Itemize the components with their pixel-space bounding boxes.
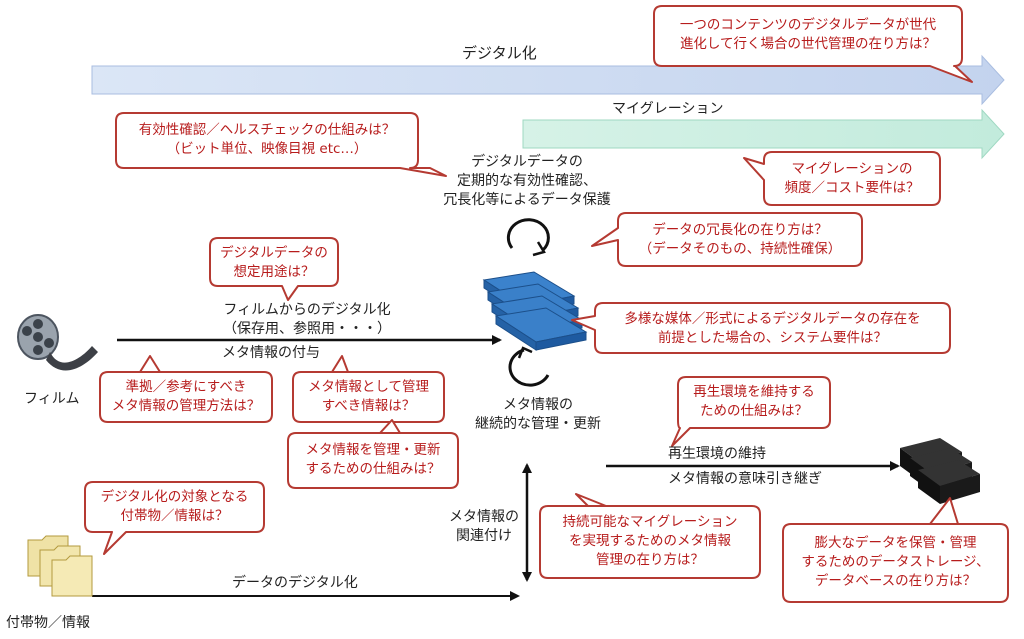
folders-icon xyxy=(27,535,93,597)
film-arrow-label: フィルムからのデジタル化 （保存用、参照用・・・） xyxy=(223,302,391,337)
callout-meta-update-shape xyxy=(287,419,459,489)
playback-above-label: 再生環境の維持 xyxy=(668,446,766,462)
attachments-arrow-label: データのデジタル化 xyxy=(232,575,358,591)
callout-migration-freq-shape xyxy=(743,151,941,206)
migration-band-label: マイグレーション xyxy=(612,101,724,117)
callout-multi-media-shape xyxy=(571,302,951,354)
callout-attach-target-shape xyxy=(84,481,265,555)
digitization-band-label: デジタル化 xyxy=(462,44,537,62)
callout-redundancy-shape xyxy=(591,212,863,267)
digitization-band-arrow xyxy=(91,54,1005,106)
blue-media-stack-icon xyxy=(482,271,588,351)
callout-storage: 膨大なデータを保管・管理 するためのデータストレージ、 データベースの在り方は？ xyxy=(801,535,990,589)
callout-playback-env: 再生環境を維持する ための仕組みは？ xyxy=(693,384,815,419)
callout-storage-shape xyxy=(782,497,1009,603)
callout-intended-use-shape xyxy=(209,237,339,301)
callout-meta-standard: 準拠／参考にすべき メタ情報の管理方法は？ xyxy=(111,379,261,414)
callout-multi-media: 多様な媒体／形式によるデジタルデータの存在を 前提とした場合の、システム要件は？ xyxy=(624,311,921,346)
callout-intended-use: デジタルデータの 想定用途は？ xyxy=(220,245,328,280)
callout-validity-shape xyxy=(115,112,447,177)
meta-management-label: メタ情報の 継続的な管理・更新 xyxy=(475,397,601,432)
callout-sustain-migration-shape xyxy=(539,493,761,579)
callout-playback-env-shape xyxy=(671,376,831,447)
callout-meta-manage-shape xyxy=(292,355,445,423)
callout-generation: 一つのコンテンツのデジタルデータが世代 進化して行く場合の世代管理の在り方は？ xyxy=(679,17,937,52)
callout-attach-target: デジタル化の対象となる 付帯物／情報は？ xyxy=(100,489,249,524)
attachments-label: 付帯物／情報 xyxy=(6,615,90,631)
playback-below-label: メタ情報の意味引き継ぎ xyxy=(668,471,822,487)
callout-meta-manage: メタ情報として管理 すべき情報は？ xyxy=(307,379,430,414)
callout-migration-freq: マイグレーションの 頻度／コスト要件は？ xyxy=(784,161,920,196)
cycle-arrow-top-icon xyxy=(506,218,550,257)
cycle-arrow-bottom-icon xyxy=(508,346,550,387)
callout-meta-update: メタ情報を管理・更新 するための仕組みは？ xyxy=(305,442,441,477)
callout-meta-standard-shape xyxy=(99,355,273,423)
migration-band-arrow xyxy=(522,108,1005,160)
callout-generation-shape xyxy=(653,5,973,83)
callout-validity: 有効性確認／ヘルスチェックの仕組みは？ （ビット単位、映像目視 etc…） xyxy=(138,122,396,157)
meta-link-label: メタ情報の 関連付け xyxy=(449,509,519,544)
callout-sustain-migration: 持続可能なマイグレーション を実現するためのメタ情報 管理の在り方は？ xyxy=(562,514,738,568)
film-arrow-below-label: メタ情報の付与 xyxy=(222,345,320,361)
film-reel-icon xyxy=(17,314,98,371)
callout-redundancy: データの冗長化の在り方は？ （データそのもの、持続性確保） xyxy=(638,222,842,257)
center-top-label: デジタルデータの 定期的な有効性確認、 冗長化等によるデータ保護 xyxy=(443,154,611,208)
storage-drives-icon xyxy=(900,438,980,504)
film-label: フィルム xyxy=(24,391,80,407)
